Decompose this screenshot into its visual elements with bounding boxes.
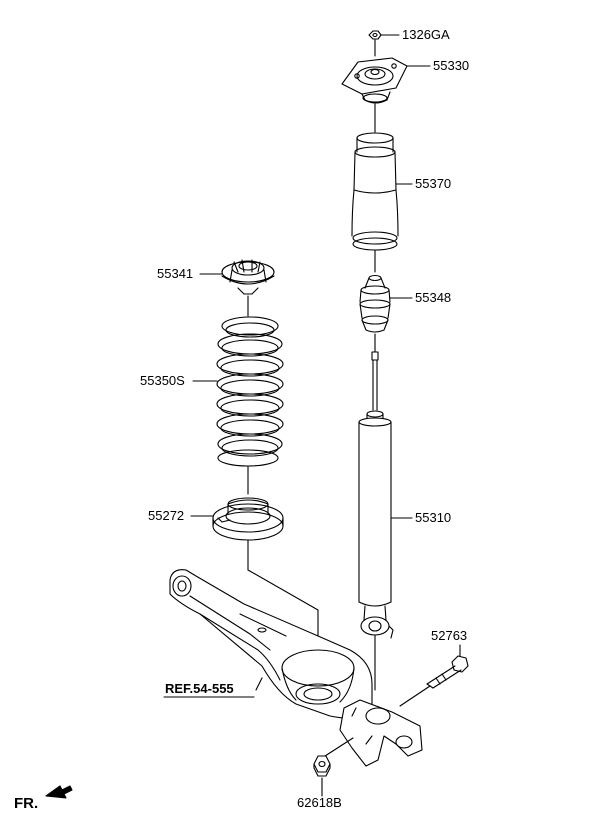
nut-1326ga (369, 31, 381, 56)
bolt-52763 (400, 656, 468, 706)
front-direction-arrow-icon (46, 786, 72, 798)
spring-upper-pad-55341 (222, 260, 274, 316)
label-55310: 55310 (415, 510, 452, 525)
bump-stopper-55348 (360, 276, 390, 353)
spring-lower-pad-55272 (213, 498, 318, 690)
label-front: FR. (14, 795, 39, 812)
label-55350s: 55350S (140, 373, 185, 388)
label-ref-54-555: REF.54-555 (165, 681, 234, 696)
shock-absorber-55310 (359, 352, 393, 690)
strut-mount-55330 (342, 58, 407, 132)
label-55348: 55348 (415, 290, 452, 305)
dust-cover-55370 (352, 133, 398, 272)
label-55370: 55370 (415, 176, 452, 191)
label-55341: 55341 (157, 266, 194, 281)
leader-lines (191, 35, 460, 796)
coil-spring-55350s (217, 317, 283, 494)
label-55330: 55330 (433, 58, 470, 73)
nut-62618b (314, 756, 330, 776)
label-1326ga: 1326GA (402, 27, 450, 42)
label-55272: 55272 (148, 508, 185, 523)
label-52763: 52763 (431, 628, 468, 643)
label-62618b: 62618B (297, 795, 342, 810)
lower-control-arm (170, 570, 422, 766)
